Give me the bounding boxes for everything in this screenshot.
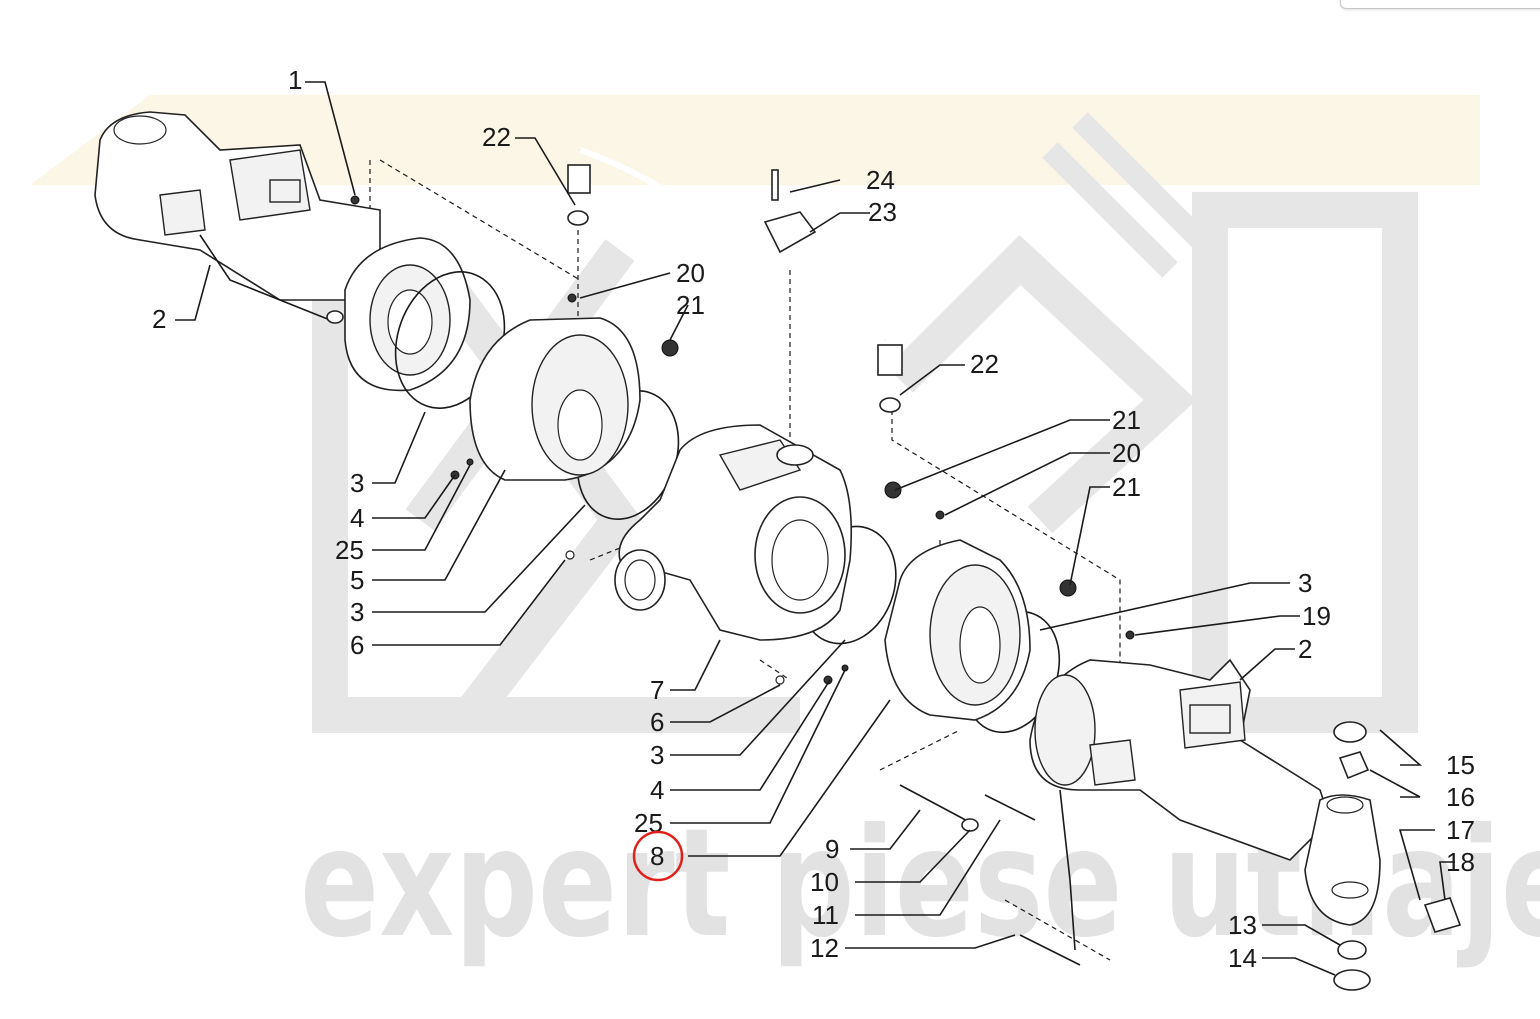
callout-25-left: 25: [335, 535, 364, 565]
callout-8: 8: [650, 841, 664, 871]
nut-13: [1337, 940, 1367, 960]
callout-1: 1: [288, 65, 302, 95]
callout-3-lower: 3: [650, 740, 664, 770]
callout-9: 9: [825, 834, 839, 864]
alignment-lines: [369, 159, 1121, 961]
differential-housing: [614, 424, 902, 641]
highlight-circle-part-8: [632, 830, 684, 882]
callout-4-right: 4: [650, 775, 664, 805]
callout-10: 10: [810, 867, 839, 897]
callout-20-right: 20: [1112, 438, 1141, 468]
callout-23: 23: [868, 197, 897, 227]
left-brake-housing: [469, 293, 679, 481]
callout-3-left: 3: [350, 468, 364, 498]
washer-15: [1333, 721, 1367, 743]
nut-10: [961, 818, 979, 832]
washer-14: [1333, 969, 1371, 991]
callout-3-right: 3: [1298, 568, 1312, 598]
right-axle-housing: [1029, 658, 1331, 861]
callout-6-right: 6: [650, 707, 664, 737]
callout-6-left: 6: [350, 630, 364, 660]
callout-24: 24: [866, 165, 895, 195]
callout-22-top: 22: [482, 122, 511, 152]
brake-pipe-assembly: [567, 147, 903, 413]
bushing-18: [1423, 897, 1462, 933]
steering-knuckle: [1304, 794, 1381, 926]
callout-5: 5: [350, 565, 364, 595]
bolt-11: [984, 794, 1036, 821]
callout-21-top: 21: [676, 290, 705, 320]
callout-18: 18: [1446, 847, 1475, 877]
callout-15: 15: [1446, 750, 1475, 780]
left-flange: [344, 237, 471, 392]
callout-16: 16: [1446, 782, 1475, 812]
callout-14: 14: [1228, 943, 1257, 973]
callout-20-top: 20: [676, 258, 705, 288]
nut-16: [1338, 751, 1370, 780]
callout-21-mid: 21: [1112, 405, 1141, 435]
callout-22-right: 22: [970, 349, 999, 379]
pin-6-right: [775, 675, 785, 685]
callout-4-left: 4: [350, 503, 364, 533]
callout-11: 11: [812, 900, 839, 930]
bolt-25-left: [466, 458, 474, 466]
callout-19: 19: [1302, 601, 1331, 631]
left-axle-housing: [94, 111, 381, 324]
pin-6-left: [565, 550, 575, 560]
pin-9: [899, 784, 976, 826]
callout-2-right: 2: [1298, 634, 1312, 664]
bolt-12: [1019, 934, 1081, 966]
window-tab-edge: [1340, 0, 1540, 9]
callout-17: 17: [1446, 815, 1475, 845]
leader-lines: [175, 81, 1455, 976]
callout-21-right: 21: [1112, 472, 1141, 502]
callout-12: 12: [810, 933, 839, 963]
right-brake-housing: [884, 510, 1135, 721]
callout-13: 13: [1228, 910, 1257, 940]
callout-3-mid: 3: [350, 597, 364, 627]
callout-labels: 1 2 22 24 23 20 21 22 3 4 25 5 3 6 21 20…: [152, 65, 1475, 973]
callout-2-left: 2: [152, 304, 166, 334]
callout-7: 7: [650, 675, 664, 705]
